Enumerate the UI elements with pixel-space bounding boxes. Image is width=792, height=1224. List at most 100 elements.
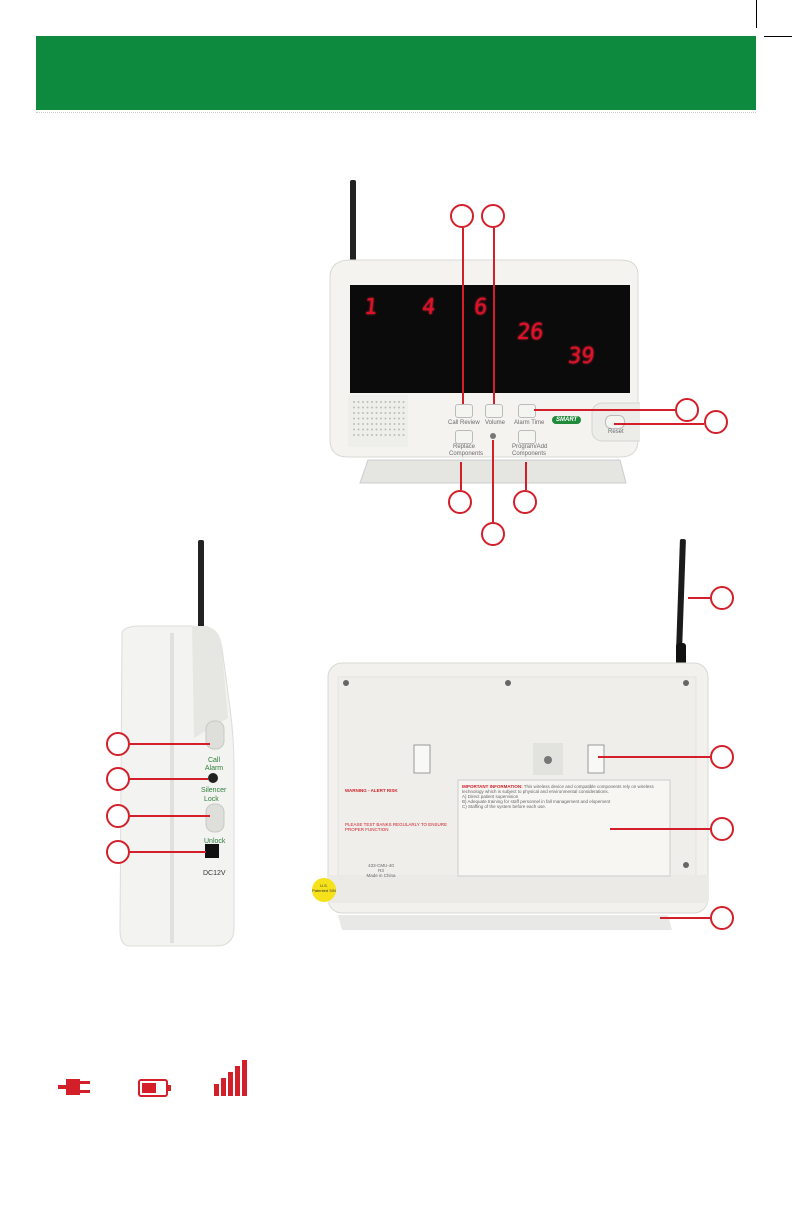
speaker-grill	[353, 401, 405, 436]
leader-antenna	[688, 597, 710, 599]
back-unit-illustration	[317, 538, 709, 930]
grill-hole	[398, 406, 400, 409]
grill-hole	[389, 412, 391, 414]
lock-label: Lock	[204, 796, 219, 803]
grill-hole	[398, 417, 400, 420]
grill-hole	[393, 434, 396, 436]
reset-button[interactable]	[605, 415, 625, 429]
grill-hole	[353, 417, 355, 420]
grill-hole	[366, 417, 369, 420]
callout-silencer	[106, 767, 130, 791]
grill-hole	[384, 434, 387, 436]
info-list-2: B) Adequate training for staff personnel…	[462, 799, 611, 804]
grill-hole	[375, 434, 378, 436]
callout-call-review	[450, 204, 474, 228]
callout-replace-components	[448, 490, 472, 514]
program-add-components-button[interactable]	[518, 430, 536, 444]
program-add-components-label: Program/Add Components	[512, 444, 548, 457]
replace-components-button[interactable]	[455, 430, 473, 444]
callout-antenna	[710, 586, 734, 610]
alarm-time-button[interactable]	[518, 404, 536, 418]
grill-hole	[380, 412, 382, 414]
display-digit-39: 39	[566, 344, 596, 369]
callout-power-jack	[106, 840, 130, 864]
grill-hole	[393, 406, 396, 409]
grill-hole	[371, 434, 373, 436]
grill-hole	[393, 412, 396, 414]
plug-icon	[58, 1079, 90, 1095]
grill-hole	[398, 434, 400, 436]
grill-hole	[362, 401, 364, 403]
leader-program-add	[525, 462, 527, 490]
grill-hole	[402, 412, 405, 414]
grill-hole	[402, 401, 405, 403]
grill-hole	[384, 428, 387, 431]
call-review-label: Call Review	[448, 420, 480, 426]
volume-label: Volume	[485, 420, 506, 426]
grill-hole	[389, 417, 391, 420]
alarm-time-label: Alarm Time	[514, 420, 545, 426]
model-line-2: R3	[378, 868, 384, 873]
grill-hole	[353, 428, 355, 431]
grill-hole	[380, 428, 382, 431]
grill-hole	[398, 428, 400, 431]
important-information-text: IMPORTANT INFORMATION: This wireless dev…	[462, 784, 668, 809]
leader-status-led	[492, 440, 494, 522]
grill-hole	[389, 423, 391, 425]
grill-hole	[357, 412, 360, 414]
leader-call-review	[462, 228, 464, 404]
grill-hole	[375, 428, 378, 431]
green-header-band	[36, 36, 756, 110]
model-number: 433-CMU-40 R3 Made in China	[366, 863, 396, 878]
test-notice: PLEASE TEST BANKS REGULARLY TO ENSURE PR…	[345, 822, 448, 832]
leader-silencer	[130, 778, 208, 780]
grill-hole	[380, 417, 382, 420]
grill-hole	[353, 434, 355, 436]
grill-hole	[380, 406, 382, 409]
grill-hole	[366, 423, 369, 425]
info-heading: IMPORTANT INFORMATION:	[462, 784, 523, 789]
grill-hole	[375, 401, 378, 403]
grill-hole	[398, 401, 400, 403]
grill-hole	[375, 417, 378, 420]
leader-call-alarm	[130, 743, 210, 745]
grill-hole	[398, 423, 400, 425]
grill-hole	[371, 428, 373, 431]
header-divider	[36, 112, 756, 113]
callout-alarm-time	[675, 398, 699, 422]
grill-hole	[366, 428, 369, 431]
callout-status-led	[481, 522, 505, 546]
call-review-button[interactable]	[455, 404, 473, 418]
grill-hole	[362, 412, 364, 414]
grill-hole	[375, 406, 378, 409]
status-led	[490, 433, 496, 439]
display-digit-26: 26	[515, 320, 545, 345]
callout-program-add	[513, 490, 537, 514]
grill-hole	[380, 401, 382, 403]
grill-hole	[357, 401, 360, 403]
grill-hole	[362, 434, 364, 436]
callout-volume	[481, 204, 505, 228]
grill-hole	[371, 423, 373, 425]
low-battery-icon	[138, 1079, 171, 1097]
unlock-label: Unlock	[204, 838, 226, 845]
grill-hole	[402, 423, 405, 425]
grill-hole	[402, 406, 405, 409]
crop-mark-right-top	[764, 36, 792, 37]
callout-mounting-hook	[710, 745, 734, 769]
grill-hole	[393, 401, 396, 403]
model-line-3: Made in China	[366, 873, 396, 878]
leader-mounting-hook	[598, 756, 710, 758]
front-unit-illustration	[329, 180, 640, 484]
grill-hole	[384, 412, 387, 414]
crop-mark-top-right	[756, 0, 757, 28]
dc12v-label: DC12V	[203, 870, 226, 877]
signal-strength-icon	[214, 1060, 247, 1096]
callout-call-alarm	[106, 732, 130, 756]
grill-hole	[366, 434, 369, 436]
grill-hole	[371, 401, 373, 403]
leader-base-stand	[660, 917, 710, 919]
callout-info-label	[710, 817, 734, 841]
volume-button[interactable]	[485, 404, 503, 418]
brand-logo: SMART	[552, 416, 582, 424]
